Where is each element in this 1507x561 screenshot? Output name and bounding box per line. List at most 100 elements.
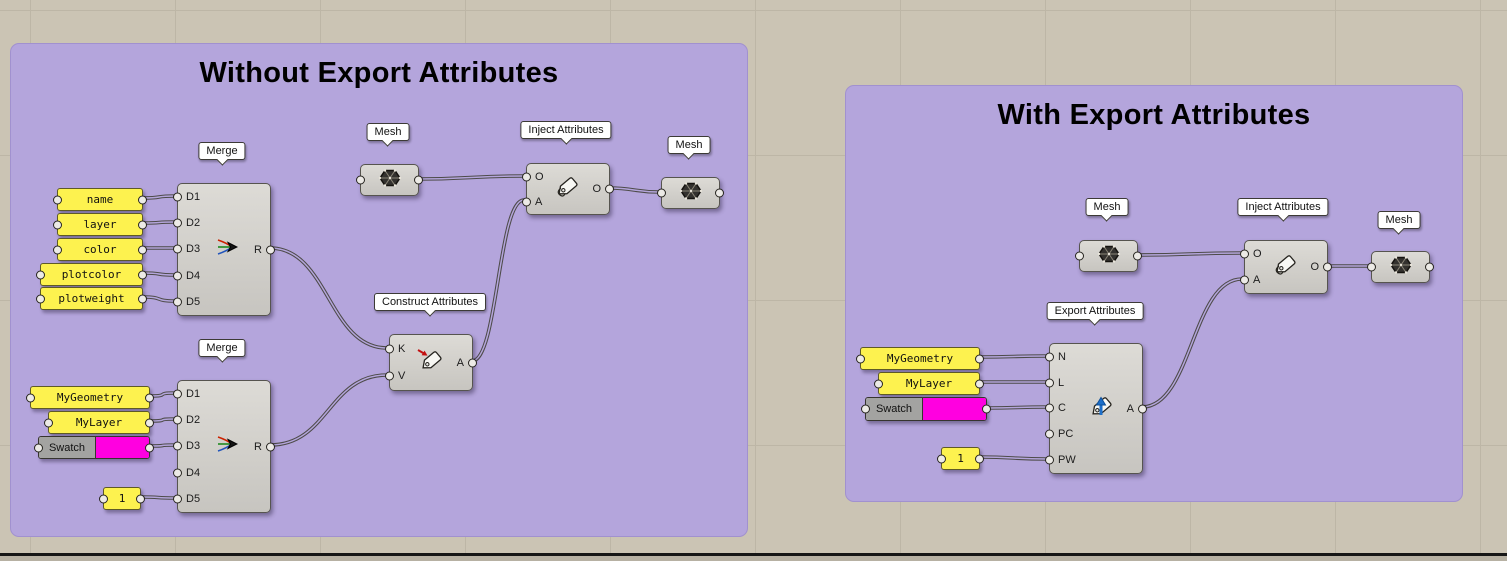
panel-text: plotweight xyxy=(58,292,125,305)
swatch-colour-magenta[interactable] xyxy=(96,437,149,458)
colour-swatch-left[interactable]: Swatch xyxy=(34,436,154,459)
panel-output-nub[interactable] xyxy=(138,270,147,279)
panel-output-nub[interactable] xyxy=(136,494,145,503)
input-nub[interactable] xyxy=(522,172,531,181)
panel-mygeometry-right[interactable]: MyGeometry xyxy=(856,347,984,370)
panel-input-nub[interactable] xyxy=(26,393,35,402)
input-nub[interactable] xyxy=(385,344,394,354)
panel-input-nub[interactable] xyxy=(36,270,45,279)
panel-input-nub[interactable] xyxy=(44,418,53,427)
group-with-export-attributes[interactable]: With Export Attributes xyxy=(845,85,1463,502)
output-nub[interactable] xyxy=(468,358,477,367)
output-nub[interactable] xyxy=(414,175,423,185)
input-nub[interactable] xyxy=(356,175,365,185)
panel-input-nub[interactable] xyxy=(937,454,946,463)
panel-input-nub[interactable] xyxy=(53,220,62,229)
output-nub[interactable] xyxy=(605,184,614,194)
input-nub[interactable] xyxy=(1240,275,1249,285)
panel-mygeometry-left[interactable]: MyGeometry xyxy=(26,386,154,409)
swatch-output-nub[interactable] xyxy=(145,443,154,452)
input-nub[interactable] xyxy=(173,494,182,504)
panel-output-nub[interactable] xyxy=(975,354,984,363)
mesh-param-in-right[interactable] xyxy=(1075,240,1142,272)
inject-attributes-component-left[interactable]: O A O xyxy=(522,163,614,215)
output-nub[interactable] xyxy=(1138,404,1147,413)
panel-output-nub[interactable] xyxy=(975,454,984,463)
panel-name[interactable]: name xyxy=(53,188,147,211)
port-o-out: O xyxy=(1310,261,1332,273)
mesh-icon xyxy=(377,166,403,195)
input-nub[interactable] xyxy=(1367,262,1376,272)
panel-output-nub[interactable] xyxy=(138,245,147,254)
panel-output-nub[interactable] xyxy=(138,294,147,303)
colour-swatch-right[interactable]: Swatch xyxy=(861,397,991,421)
panel-input-nub[interactable] xyxy=(99,494,108,503)
merge-component-1[interactable]: D1 D2 D3 D4 D5 R xyxy=(173,183,275,316)
input-nub[interactable] xyxy=(173,441,182,451)
port-label: D1 xyxy=(186,388,201,401)
input-nub[interactable] xyxy=(385,371,394,381)
panel-color[interactable]: color xyxy=(53,238,147,261)
panel-output-nub[interactable] xyxy=(138,195,147,204)
port-d5: D5 xyxy=(173,493,200,505)
mesh-param-out-left[interactable] xyxy=(657,177,724,209)
input-nub[interactable] xyxy=(1045,429,1054,439)
construct-attributes-component[interactable]: K V A xyxy=(385,334,477,391)
output-nub[interactable] xyxy=(266,442,275,451)
port-pw: PW xyxy=(1045,454,1076,466)
panel-input-nub[interactable] xyxy=(53,195,62,204)
panel-mylayer-left[interactable]: MyLayer xyxy=(44,411,154,434)
input-nub[interactable] xyxy=(173,415,182,425)
input-nub[interactable] xyxy=(173,192,182,202)
construct-attributes-icon xyxy=(417,347,445,378)
panel-output-nub[interactable] xyxy=(145,418,154,427)
output-nub[interactable] xyxy=(266,245,275,254)
panel-one-right[interactable]: 1 xyxy=(937,447,984,470)
swatch-input-nub[interactable] xyxy=(34,443,43,452)
input-nub[interactable] xyxy=(1045,455,1054,465)
input-nub[interactable] xyxy=(1045,352,1054,362)
input-nub[interactable] xyxy=(1075,251,1084,261)
panel-output-nub[interactable] xyxy=(138,220,147,229)
panel-output-nub[interactable] xyxy=(975,379,984,388)
mesh-param-in-left[interactable] xyxy=(356,164,423,196)
panel-input-nub[interactable] xyxy=(53,245,62,254)
panel-mylayer-right[interactable]: MyLayer xyxy=(874,372,984,395)
panel-plotweight[interactable]: plotweight xyxy=(36,287,147,310)
panel-text: MyGeometry xyxy=(56,391,124,404)
panel-plotcolor[interactable]: plotcolor xyxy=(36,263,147,286)
input-nub[interactable] xyxy=(1240,249,1249,259)
export-attributes-component[interactable]: N L C PC PW A xyxy=(1045,343,1147,474)
panel-input-nub[interactable] xyxy=(36,294,45,303)
panel-layer[interactable]: layer xyxy=(53,213,147,236)
mesh-param-out-right[interactable] xyxy=(1367,251,1434,283)
panel-one-left[interactable]: 1 xyxy=(99,487,145,510)
panel-output-nub[interactable] xyxy=(145,393,154,402)
inject-attributes-component-right[interactable]: O A O xyxy=(1240,240,1332,294)
panel-input-nub[interactable] xyxy=(874,379,883,388)
swatch-label: Swatch xyxy=(39,437,96,458)
swatch-output-nub[interactable] xyxy=(982,404,991,414)
output-nub[interactable] xyxy=(1323,262,1332,272)
port-d5: D5 xyxy=(173,296,200,308)
input-nub[interactable] xyxy=(657,188,666,198)
input-nub[interactable] xyxy=(1045,403,1054,413)
input-nub[interactable] xyxy=(173,389,182,399)
swatch-input-nub[interactable] xyxy=(861,404,870,414)
input-nub[interactable] xyxy=(173,218,182,228)
input-nub[interactable] xyxy=(173,271,182,281)
output-nub[interactable] xyxy=(1425,262,1434,272)
panel-input-nub[interactable] xyxy=(856,354,865,363)
output-nub[interactable] xyxy=(1133,251,1142,261)
swatch-colour-magenta[interactable] xyxy=(923,398,986,420)
group-title-right: With Export Attributes xyxy=(997,99,1311,131)
input-nub[interactable] xyxy=(173,297,182,307)
input-nub[interactable] xyxy=(1045,378,1054,388)
callout-text: Inject Attributes xyxy=(1245,201,1321,213)
input-nub[interactable] xyxy=(522,197,531,206)
input-nub[interactable] xyxy=(173,468,182,478)
merge-component-2[interactable]: D1 D2 D3 D4 D5 R xyxy=(173,380,275,513)
output-nub[interactable] xyxy=(715,188,724,198)
input-nub[interactable] xyxy=(173,244,182,254)
